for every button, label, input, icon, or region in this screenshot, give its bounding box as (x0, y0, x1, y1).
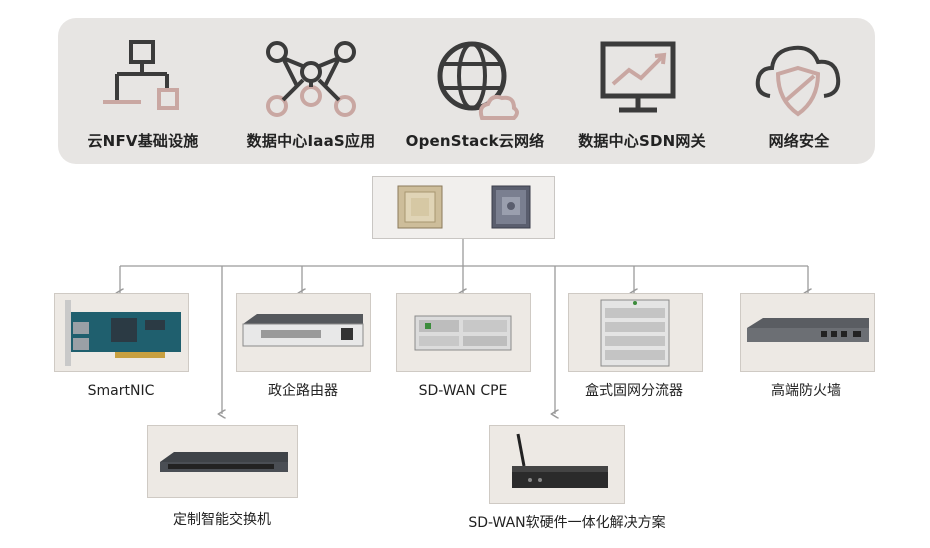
feature-openstack: OpenStack云网络 (390, 18, 560, 164)
processor-chip-icon (397, 185, 443, 229)
device-label: 政企路由器 (268, 383, 338, 399)
device-card-smartnic (54, 293, 189, 372)
cloud-shield-icon (755, 45, 841, 117)
network-nodes-icon (266, 41, 356, 117)
application-scenarios-panel: 云NFV基础设施 数据中心IaaS应用 OpenStac (58, 18, 875, 164)
switch-icon (160, 452, 288, 472)
cpe-appliance-icon (414, 315, 512, 351)
device-card-sdwan-solution (489, 425, 625, 504)
device-card-firewall (740, 293, 875, 372)
device-label: SD-WAN CPE (418, 383, 508, 399)
device-label: 高端防火墙 (771, 383, 841, 399)
device-card-chassis (568, 293, 703, 372)
wireless-router-icon (512, 433, 608, 488)
feature-label: 云NFV基础设施 (87, 132, 199, 150)
feature-sdn-gateway: 数据中心SDN网关 (557, 18, 727, 164)
feature-label: 数据中心IaaS应用 (246, 132, 376, 150)
router-icon (242, 314, 364, 347)
feature-nfv: 云NFV基础设施 (58, 18, 228, 164)
device-label: 盒式固网分流器 (585, 383, 683, 399)
globe-cloud-icon (437, 41, 519, 120)
monitor-chart-icon (600, 41, 676, 113)
device-card-sdwan-cpe (396, 293, 531, 372)
network-card-icon (65, 300, 181, 366)
device-card-router (236, 293, 371, 372)
flowchart-icon (103, 40, 179, 110)
device-label: SmartNIC (87, 383, 155, 399)
feature-iaas: 数据中心IaaS应用 (226, 18, 396, 164)
device-label: 定制智能交换机 (173, 512, 271, 528)
feature-security: 网络安全 (714, 18, 884, 164)
feature-label: 网络安全 (768, 132, 830, 150)
feature-label: OpenStack云网络 (405, 132, 545, 150)
feature-label: 数据中心SDN网关 (578, 132, 706, 150)
secure-chip-icon (491, 185, 531, 229)
device-card-switch (147, 425, 298, 498)
chip-box (372, 176, 555, 239)
chassis-icon (600, 299, 670, 367)
firewall-icon (747, 318, 869, 342)
device-label: SD-WAN软硬件一体化解决方案 (468, 515, 666, 531)
